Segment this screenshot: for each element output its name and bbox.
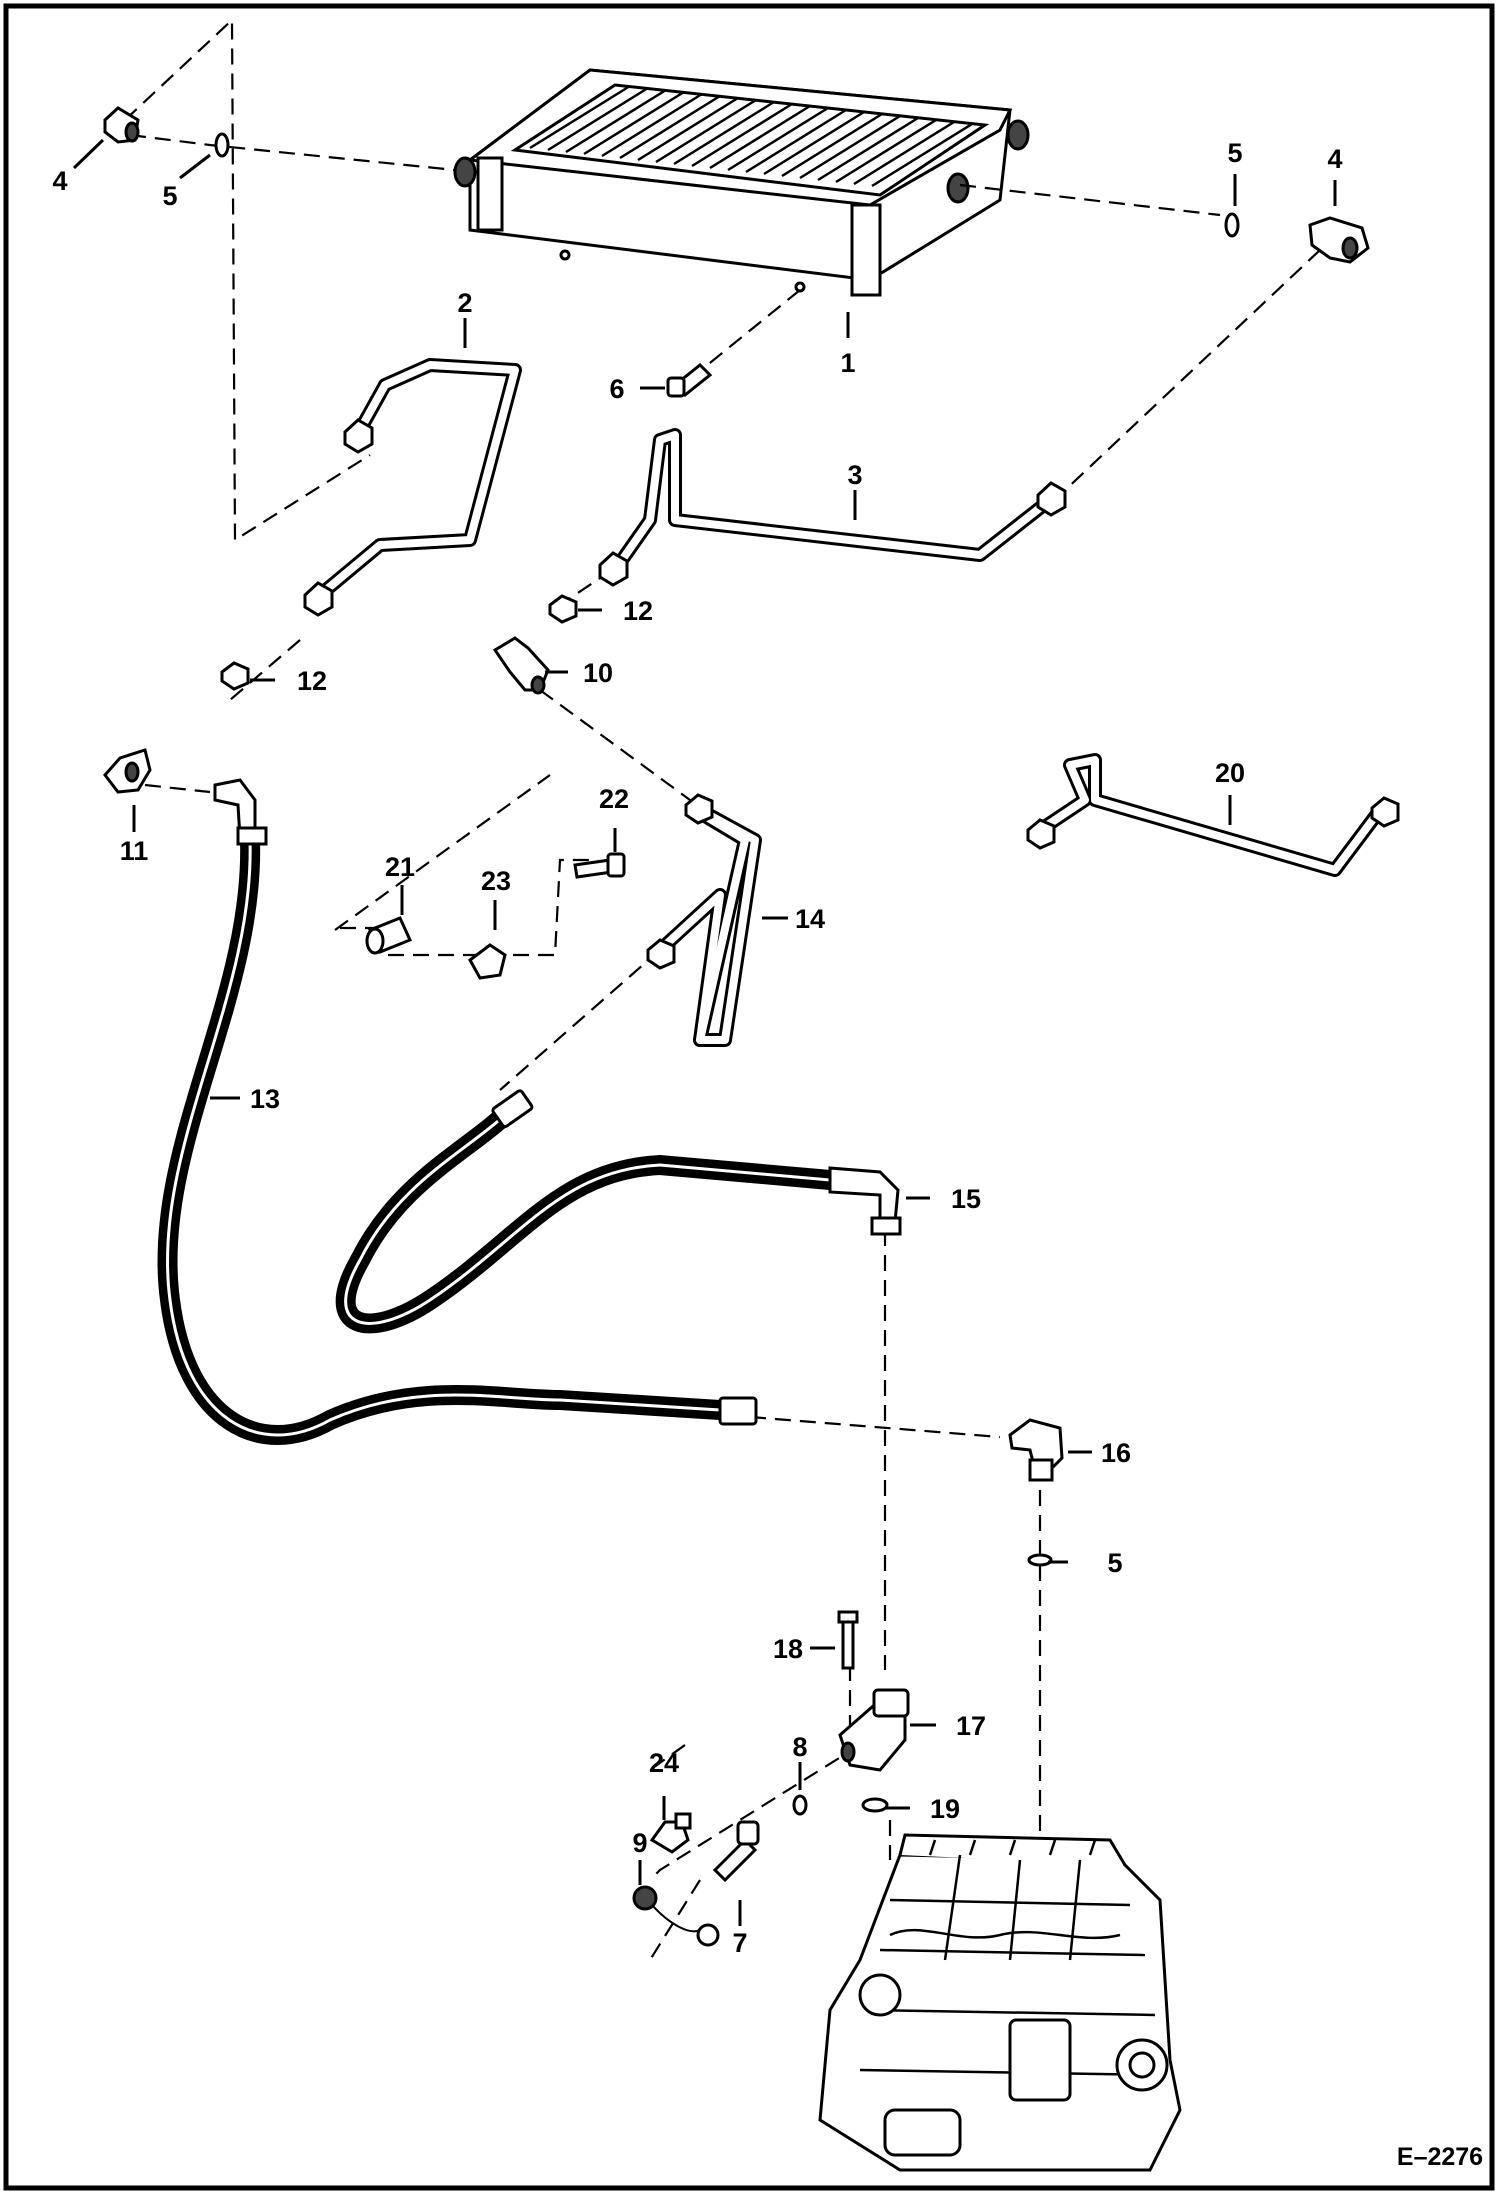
callout-12-lower: 12 xyxy=(297,666,327,696)
callout-10: 10 xyxy=(583,658,613,688)
hose-part-15 xyxy=(335,1089,902,1334)
figure-id: E–2276 xyxy=(1397,2143,1483,2171)
callout-labels: 1 2 3 4 4 5 5 5 6 7 8 9 10 11 12 12 13 1… xyxy=(52,138,1342,1958)
callout-5-lower: 5 xyxy=(1107,1548,1122,1578)
callout-12-upper: 12 xyxy=(623,596,653,626)
spacer-part-21 xyxy=(365,916,413,955)
o-ring-part-5-lower xyxy=(1027,1553,1053,1567)
callout-2: 2 xyxy=(457,288,472,318)
callout-21: 21 xyxy=(385,852,415,882)
nut-part-12-lower xyxy=(220,661,250,691)
hose-part-13 xyxy=(157,778,758,1445)
tube-part-14 xyxy=(646,793,762,1047)
callout-13: 13 xyxy=(250,1084,280,1114)
callout-9: 9 xyxy=(632,1828,647,1858)
engine-block xyxy=(818,1833,1182,2172)
callout-11: 11 xyxy=(120,836,149,866)
sender-part-7 xyxy=(712,1820,760,1883)
clip-part-23 xyxy=(468,943,507,980)
tube-part-20 xyxy=(1026,753,1400,877)
callout-18: 18 xyxy=(773,1634,803,1664)
callout-22: 22 xyxy=(599,784,629,814)
callout-14: 14 xyxy=(795,904,825,934)
callout-3: 3 xyxy=(847,460,862,490)
bolt-part-18 xyxy=(837,1610,859,1670)
tube-part-2 xyxy=(303,358,522,617)
callout-6: 6 xyxy=(609,374,624,404)
callout-19: 19 xyxy=(930,1794,960,1824)
o-ring-part-19 xyxy=(861,1797,889,1813)
callout-24: 24 xyxy=(649,1748,679,1778)
callout-23: 23 xyxy=(481,866,511,896)
callout-8: 8 xyxy=(792,1732,807,1762)
oil-cooler-part-1 xyxy=(453,68,1030,297)
diagram-frame xyxy=(3,3,1495,2191)
callout-5-top-right: 5 xyxy=(1227,138,1242,168)
screw-part-22 xyxy=(573,852,626,879)
callout-15: 15 xyxy=(951,1184,981,1214)
cap-part-9 xyxy=(632,1885,720,1947)
elbow-fitting-part-4-left xyxy=(103,106,140,144)
callout-5-top-left: 5 xyxy=(162,181,177,211)
bolt-part-6 xyxy=(666,362,713,398)
elbow-fitting-part-4-right xyxy=(1308,216,1370,264)
elbow-fitting-part-10 xyxy=(492,636,550,695)
callout-16: 16 xyxy=(1101,1438,1131,1468)
tee-fitting-part-17 xyxy=(838,1688,910,1772)
leader-lines xyxy=(72,138,1337,1926)
o-ring-part-5-top-left xyxy=(214,132,230,158)
callout-7: 7 xyxy=(732,1928,747,1958)
callout-4-right: 4 xyxy=(1327,144,1342,174)
elbow-fitting-part-16 xyxy=(1008,1418,1064,1482)
tube-part-3 xyxy=(598,428,1067,587)
assembly-lines xyxy=(124,17,1321,1961)
nut-part-12-upper xyxy=(548,594,578,624)
elbow-fitting-part-11 xyxy=(103,748,152,794)
callout-17: 17 xyxy=(956,1711,986,1741)
o-ring-part-5-top-right xyxy=(1224,212,1240,238)
o-ring-part-8 xyxy=(792,1794,808,1816)
plug-part-24 xyxy=(649,1812,692,1854)
callout-1: 1 xyxy=(840,348,855,378)
callout-4-left: 4 xyxy=(52,166,67,196)
callout-20: 20 xyxy=(1215,758,1245,788)
